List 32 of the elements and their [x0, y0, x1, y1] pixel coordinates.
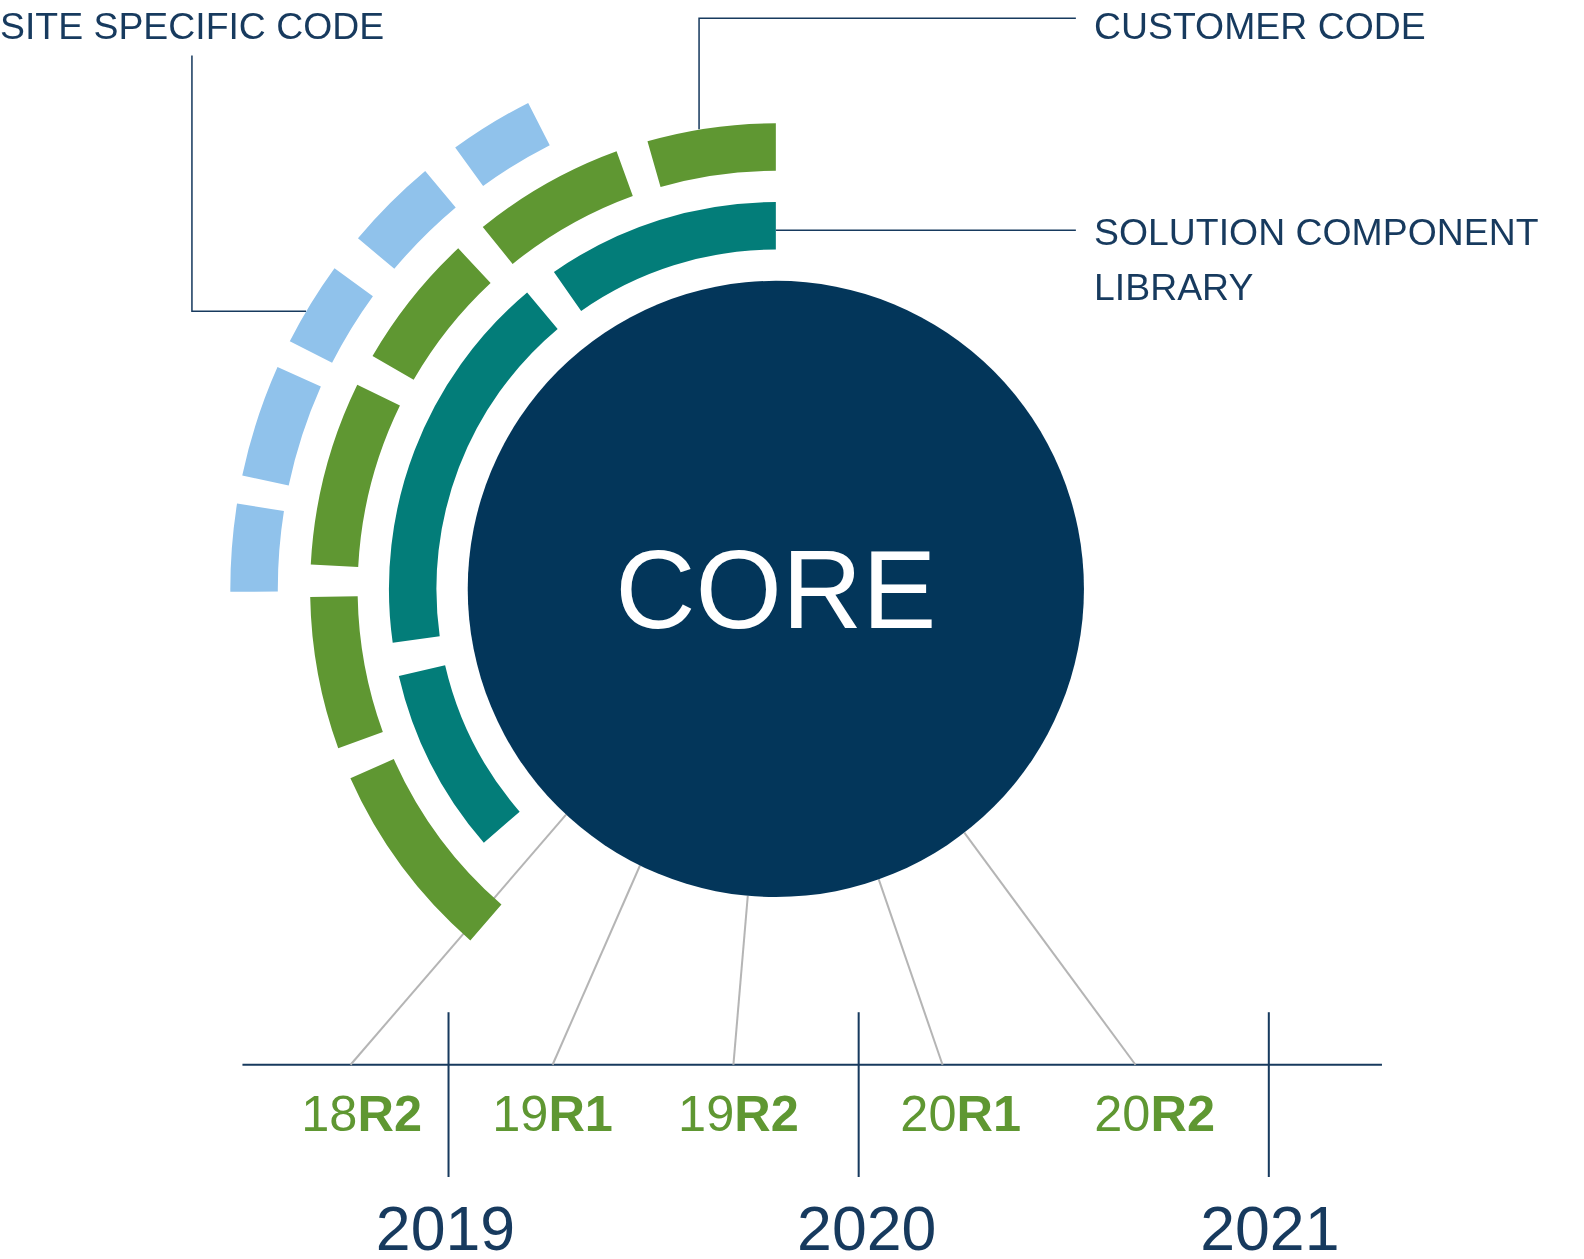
arc-segment: [455, 102, 550, 187]
arc-segment: [289, 268, 373, 363]
leader-line: [551, 865, 641, 1066]
year-label: 2019: [374, 1197, 517, 1259]
arc-segment: [482, 151, 633, 264]
leader-line: [698, 17, 1077, 131]
callout-label: CUSTOMER CODE: [1075, 0, 1521, 43]
leader-line: [191, 54, 307, 312]
callout-label: SITE SPECIFIC CODE: [0, 0, 425, 56]
leader-line: [877, 879, 944, 1066]
release-label: 18R2: [280, 1064, 443, 1144]
release-label: 19R1: [471, 1064, 634, 1144]
year-label: 2020: [796, 1197, 938, 1259]
arc-segment: [357, 171, 456, 269]
arc-segment: [310, 384, 400, 568]
leader-line: [775, 229, 1077, 232]
arc-segment: [388, 292, 558, 643]
arc-segment: [230, 503, 284, 592]
core-circle: CORE: [467, 280, 1084, 898]
year-label: 2021: [1199, 1197, 1341, 1259]
arc-segment: [553, 202, 776, 311]
arc-segment: [647, 123, 776, 187]
arc-segment: [372, 248, 491, 380]
release-label: 20R2: [1073, 1064, 1236, 1144]
arc-segment: [242, 367, 321, 486]
leader-line: [732, 895, 749, 1065]
arc-segment: [398, 665, 520, 843]
release-label: 19R2: [657, 1064, 820, 1144]
release-label: 20R1: [879, 1064, 1042, 1144]
arc-segment: [310, 596, 383, 749]
arc-segment: [350, 759, 502, 941]
leader-line: [963, 832, 1137, 1066]
